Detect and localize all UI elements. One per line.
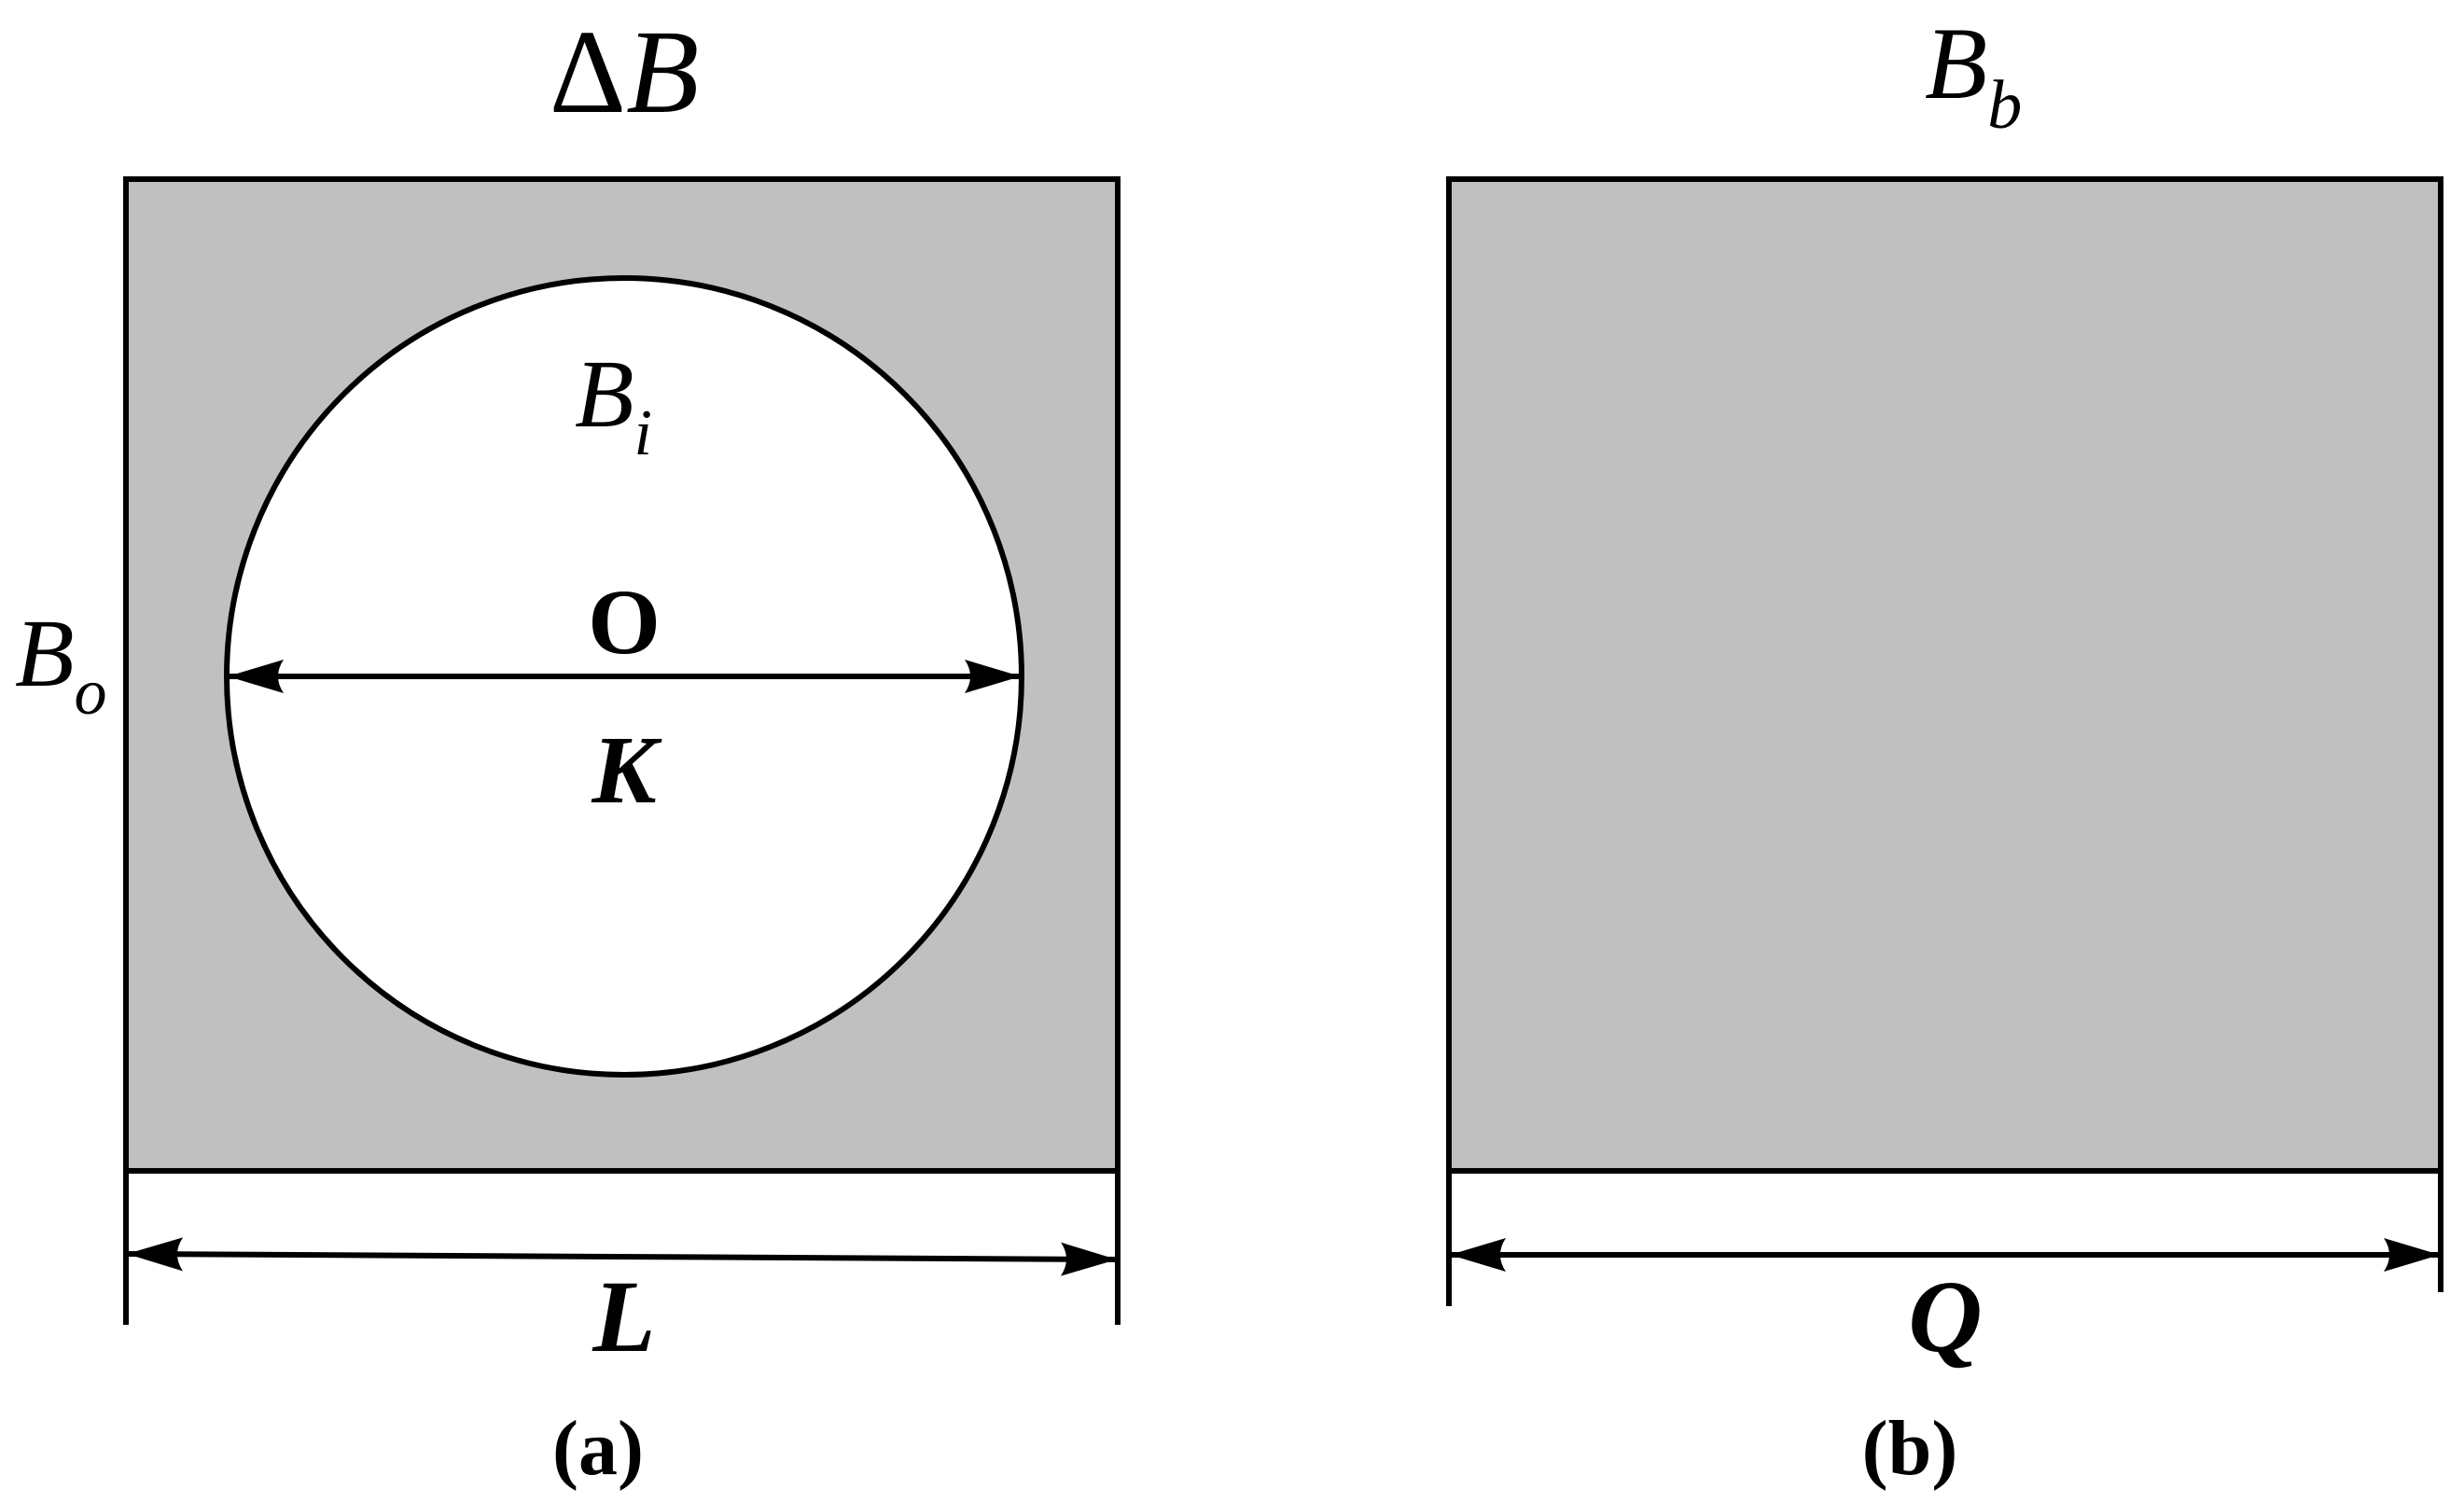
width-label-l: L [592, 1259, 655, 1373]
b-outer-label: Bo [15, 600, 107, 729]
width-label-q: Q [1908, 1259, 1982, 1373]
square-b [1446, 176, 2443, 1174]
panel-b: Bb Q (b) [1446, 7, 2443, 1492]
center-label-o: O [588, 570, 661, 674]
width-arrow-l [127, 1237, 1117, 1276]
b-b-label: Bb [1925, 7, 2022, 144]
caption-b: (b) [1862, 1405, 1958, 1492]
diameter-label-k: K [591, 717, 662, 824]
delta-b-label: ΔB [550, 6, 700, 138]
caption-a: (a) [552, 1405, 644, 1492]
b-inner-label: Bi [575, 341, 652, 469]
panel-a: ΔB Bo Bi O K L (a) [15, 6, 1121, 1492]
